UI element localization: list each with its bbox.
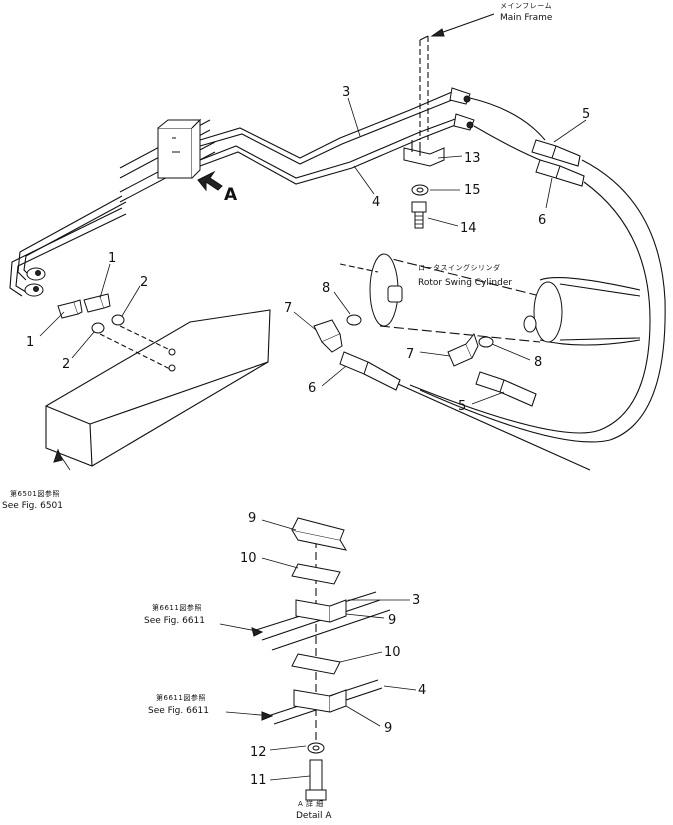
detail-number-10-bottom: 10: [384, 645, 401, 660]
view-arrow-label: A: [224, 185, 238, 205]
see-fig-6611-label-jp-a: 第6611図参照: [152, 603, 202, 612]
part-number-2-lower: 2: [62, 357, 70, 372]
leader-lines: [39, 97, 587, 781]
part-number-14: 14: [460, 221, 477, 236]
detail-a-label-jp: A 詳 細: [298, 799, 324, 808]
view-arrow-a: A: [197, 170, 238, 205]
part-number-1-lower: 1: [26, 335, 34, 350]
part-number-13: 13: [464, 151, 481, 166]
part-number-8-left: 8: [322, 281, 330, 296]
part-number-15: 15: [464, 183, 481, 198]
see-fig-6501-label-jp: 第6501図参照: [10, 489, 60, 498]
part-number-7-left: 7: [284, 301, 292, 316]
part-number-8-right: 8: [534, 355, 542, 370]
pipe-assembly-upper: [9, 87, 475, 297]
clamp-bolt-set: [403, 140, 445, 229]
part-number-6-upper: 6: [538, 213, 546, 228]
part-number-1-upper: 1: [108, 251, 116, 266]
main-frame-label-jp: メインフレーム: [500, 2, 552, 10]
main-frame-stub: [419, 13, 495, 140]
part-number-5-upper: 5: [582, 107, 590, 122]
cylinder-fittings: [313, 314, 591, 471]
see-fig-6501-label: See Fig. 6501: [2, 501, 63, 511]
rotor-cylinder-label: Rotor Swing Cylinder: [418, 278, 512, 288]
detail-number-4: 4: [418, 683, 426, 698]
detail-number-9-middle: 9: [388, 613, 396, 628]
see-fig-6611-label-jp-b: 第6611図参照: [156, 693, 206, 702]
hoses-upper: [409, 97, 666, 443]
part-number-6-lower: 6: [308, 381, 316, 396]
detail-number-12: 12: [250, 745, 267, 760]
detail-number-10-top: 10: [240, 551, 257, 566]
part-number-5-lower: 5: [458, 399, 466, 414]
part-number-7-right: 7: [406, 347, 414, 362]
rotor-swing-cylinder: [339, 253, 641, 346]
rotor-cylinder-label-jp: ロータスイングシリンダ: [418, 263, 501, 272]
detail-number-9-top: 9: [248, 511, 256, 526]
part-number-3: 3: [342, 85, 350, 100]
left-fittings: [57, 293, 176, 372]
see-fig-6611-label-b: See Fig. 6611: [148, 706, 209, 716]
see-fig-6611-label-a: See Fig. 6611: [144, 616, 205, 626]
part-number-4: 4: [372, 195, 380, 210]
detail-number-9-bottom: 9: [384, 721, 392, 736]
detail-a-assembly: [255, 517, 391, 801]
main-frame-label: Main Frame: [500, 13, 553, 23]
part-number-2-upper: 2: [140, 275, 148, 290]
detail-a-label: Detail A: [296, 811, 332, 820]
frame-box-6501: [45, 309, 271, 467]
detail-number-3: 3: [412, 593, 420, 608]
detail-number-11: 11: [250, 773, 267, 788]
